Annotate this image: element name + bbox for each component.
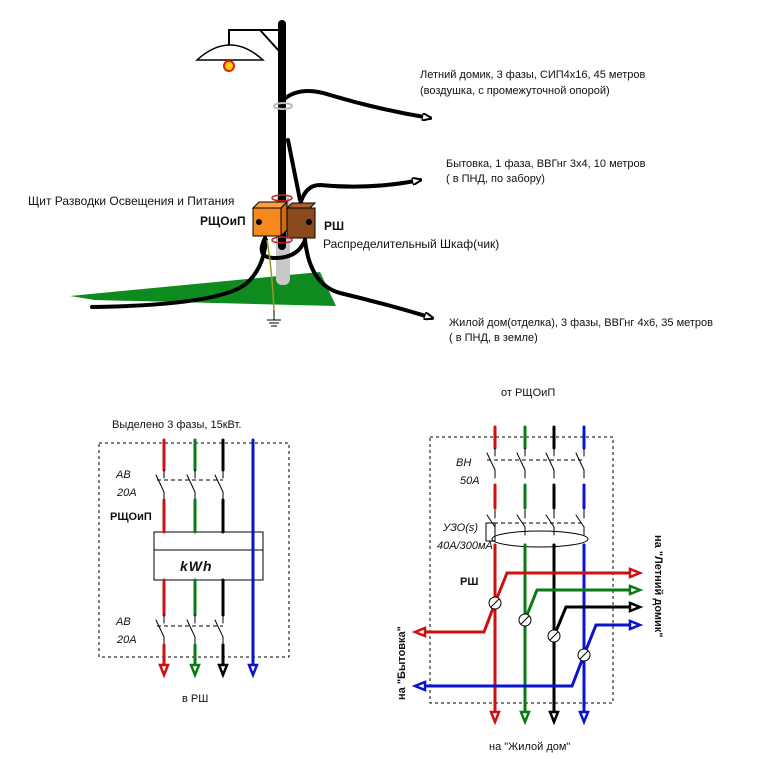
right-switch-rating: 50А [460,475,480,487]
left-breaker-top-phase-c-blade [214,474,224,493]
ground-icon [267,310,281,327]
insulator-ring [273,102,293,110]
panel-full-name: Щит Разводки Освещения и Питания [28,194,234,208]
route-shed-line2: ( в ПНД, по забору) [446,173,545,185]
route-house-line1: Жилой дом(отделка), 3 фазы, ВВГнг 4х6, 3… [449,317,713,329]
right-arrow-phase-b [628,584,644,596]
left-breaker-top-phase-b-blade [186,474,196,493]
terminal-icon-phase-b [518,613,532,627]
terminal-slash [520,615,530,625]
left-branch-phase-a [425,602,497,634]
panel-rshoip-box [251,200,289,238]
right-switch-phase-b-blade [516,452,526,471]
right-schematic: от РЩОиП ВН 50А УЗО(s) 40А/300мА РШ на "… [396,387,664,753]
lamp-bracket [228,29,281,53]
left-breaker-top-phase-a-blade [155,474,165,493]
right-panel-label: РШ [460,576,478,588]
left-title: Выделено 3 фазы, 15кВт. [112,419,241,431]
rcd-test-box [485,522,496,542]
right-rcd-phase-b-blade [516,514,526,528]
left-breaker-bottom-name: АВ [115,616,131,628]
left-breaker-bottom-phase-a-blade [155,619,165,638]
right-title: от РЩОиП [501,387,555,399]
shed-arrow-phase-a [411,626,427,638]
cable-utility-shed [298,180,420,207]
left-schematic: Выделено 3 фазы, 15кВт. АВ 20А РЩОиП kWh… [98,419,290,705]
right-branch-phase-c [552,605,630,637]
right-bottom-arrow-phase-b [519,710,531,726]
out-left-label: на "Бытовка" [396,626,408,700]
lamp-icon [195,44,265,72]
left-panel-label: РЩОиП [110,511,152,523]
terminal-slash [579,650,589,660]
cable-down-pole [286,138,302,202]
clamp-top [271,194,293,202]
route-summer-house-line2: (воздушка, с промежуточной опорой) [420,85,610,97]
panel-rsh-box [285,202,317,239]
left-arrow-phase-c [217,663,229,679]
left-arrow-phase-a [158,663,170,679]
left-breaker-bottom-rating: 20А [116,634,137,646]
right-arrow-neutral [628,619,644,631]
right-bottom-arrow-neutral [578,710,590,726]
right-switch-neutral-blade [575,452,585,471]
right-branch-phase-b [523,588,630,621]
ground-wire [266,239,275,311]
right-branch-neutral [582,623,630,656]
right-panel-border [429,436,614,704]
terminal-slash [549,631,559,641]
right-switch-name: ВН [456,457,471,469]
left-arrow-neutral [247,663,259,679]
terminal-icon-phase-a [488,596,502,610]
right-rcd-rating: 40А/300мА [437,540,493,552]
panel-rshoip-label: РЩОиП [200,214,246,228]
route-summer-house-line1: Летний домик, 3 фазы, СИП4х16, 45 метров [420,69,645,81]
terminal-slash [490,598,500,608]
ground-area [70,272,336,306]
right-rcd-phase-a-blade [486,514,496,528]
cable-underground-left [90,238,268,309]
route-shed-line1: Бытовка, 1 фаза, ВВГнг 3х4, 10 метров [446,158,646,170]
left-output-label: в РШ [182,693,208,705]
out-bottom-label: на "Жилой дом" [489,741,570,753]
cable-main-house [303,238,432,318]
left-breaker-top-name: АВ [115,469,131,481]
right-switch-phase-a-blade [486,452,496,471]
panel-rsh-label: РШ [324,219,344,233]
right-rcd-neutral-blade [575,514,585,528]
pole-scene: Щит Разводки Освещения и Питания РЩОиП Р… [28,20,713,344]
kwh-meter-label: kWh [180,558,213,574]
terminal-icon-neutral [577,648,591,662]
terminal-icon-phase-c [547,629,561,643]
left-branch-neutral [425,654,586,688]
kwh-meter [153,531,264,581]
left-arrow-phase-b [189,663,201,679]
cable-summer-house [281,89,430,118]
left-breaker-top-rating: 20А [116,487,137,499]
right-switch-phase-c-blade [545,452,555,471]
out-right-label: на "Летний домик" [652,535,664,638]
right-bottom-arrow-phase-a [489,710,501,726]
right-branch-phase-a [493,571,630,604]
right-rcd-name: УЗО(s) [442,522,478,534]
rcd-core-ellipse [491,530,589,548]
pole [278,20,286,250]
left-breaker-bottom-phase-c-blade [214,619,224,638]
right-bottom-arrow-phase-c [548,710,560,726]
panel-rsh-full-name: Распределительный Шкаф(чик) [323,237,499,251]
left-breaker-bottom-phase-b-blade [186,619,196,638]
route-house-line2: ( в ПНД, в земле) [449,332,538,344]
right-arrow-phase-c [628,601,644,613]
right-rcd-phase-c-blade [545,514,555,528]
right-arrow-phase-a [628,567,644,579]
clamp-bottom [271,236,293,244]
cable-loop [259,236,307,261]
shed-arrow-neutral [411,680,427,692]
